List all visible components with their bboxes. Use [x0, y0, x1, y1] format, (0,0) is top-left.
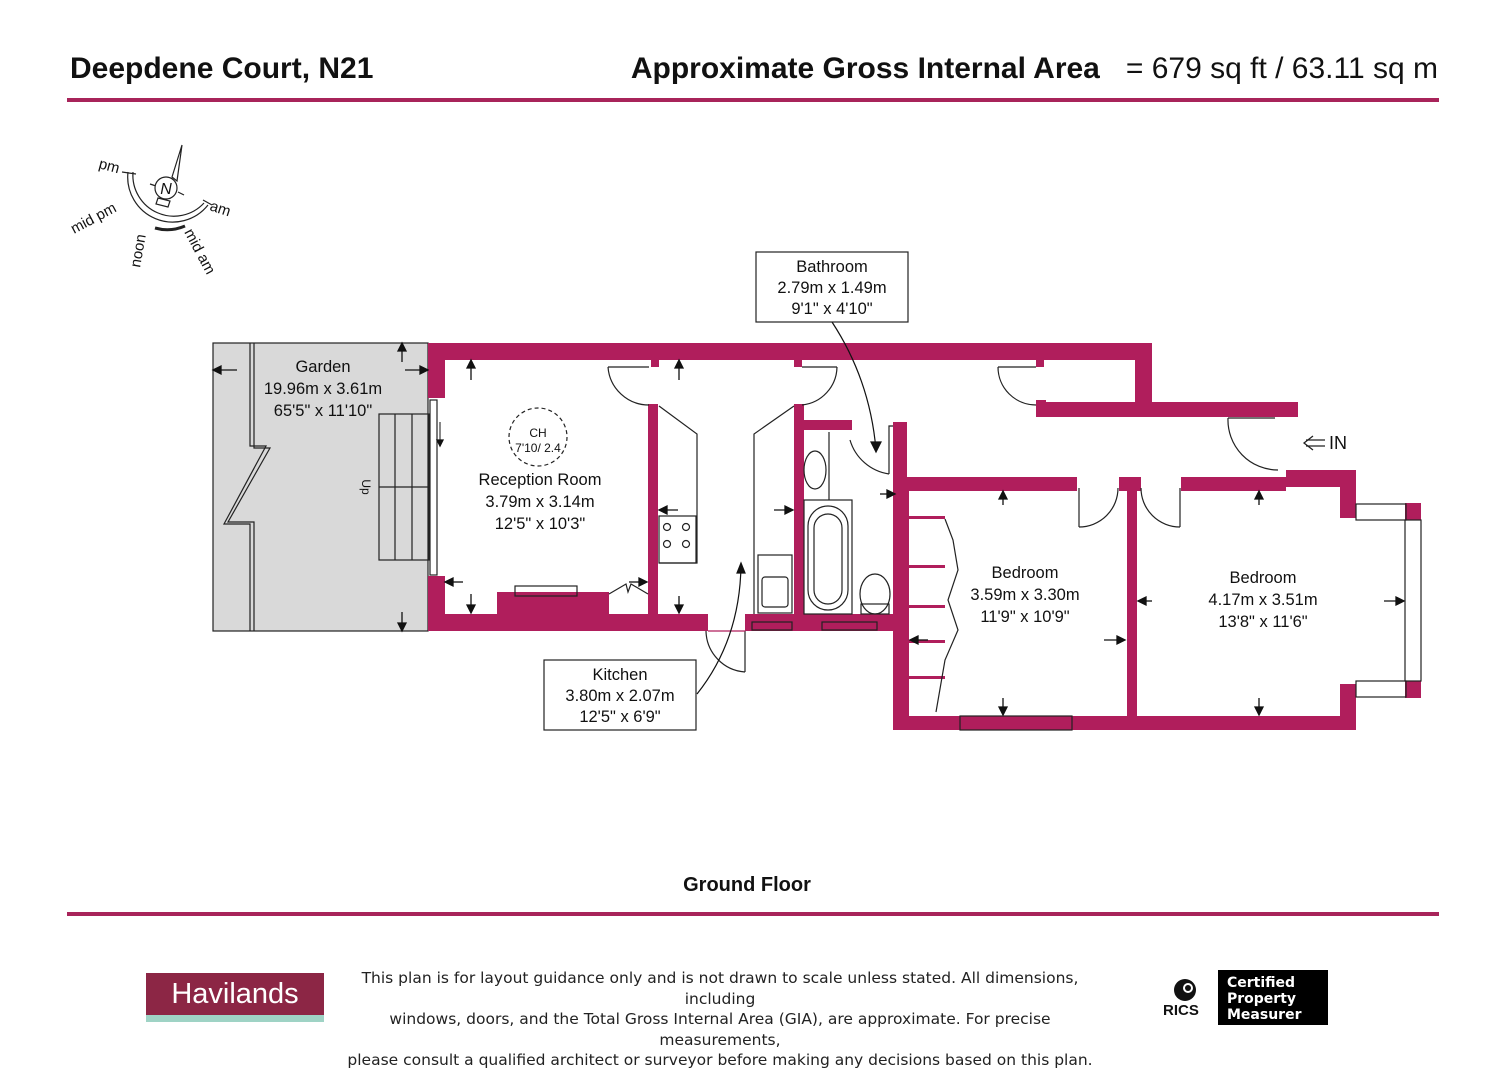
compass-label-pm: pm — [97, 155, 122, 177]
brand-logo: Havilands — [146, 973, 324, 1015]
rics-label: RICS — [1163, 1002, 1199, 1019]
floor-label: Ground Floor — [683, 874, 811, 896]
ceiling-height-value: 7'10/ 2.4 — [515, 441, 561, 455]
kitchen-callout: Kitchen 3.80m x 2.07m 12'5" x 6'9" — [543, 659, 697, 731]
bedroom1-imperial: 11'9" x 10'9" — [980, 608, 1069, 626]
cert-line: Property — [1227, 991, 1297, 1007]
kitchen-imperial: 12'5" x 6'9" — [579, 708, 660, 726]
disclaimer: This plan is for layout guidance only an… — [340, 968, 1100, 1071]
bedroom2-metric: 4.17m x 3.51m — [1208, 591, 1317, 609]
compass-label-mid-pm: mid pm — [68, 199, 119, 237]
reception-imperial: 12'5" x 10'3" — [495, 515, 586, 533]
bathroom-callout: Bathroom 2.79m x 1.49m 9'1" x 4'10" — [755, 251, 909, 323]
compass-label-noon: noon — [127, 233, 150, 269]
disclaimer-line: This plan is for layout guidance only an… — [361, 969, 1079, 1008]
footer-rule — [67, 912, 1439, 916]
garden-metric: 19.96m x 3.61m — [264, 380, 382, 398]
bedroom2-imperial: 13'8" x 11'6" — [1218, 613, 1307, 631]
garden-imperial: 65'5" x 11'10" — [274, 402, 373, 420]
certified-measurer-badge: Certified Property Measurer — [1218, 970, 1328, 1025]
bedroom2-name: Bedroom — [1230, 569, 1297, 587]
cert-line: Certified — [1227, 975, 1296, 991]
compass-icon — [121, 144, 213, 232]
disclaimer-line: windows, doors, and the Total Gross Inte… — [389, 1010, 1051, 1049]
area-label: Approximate Gross Internal Area — [630, 52, 1100, 85]
reception-name: Reception Room — [479, 471, 602, 489]
reception-metric: 3.79m x 3.14m — [485, 493, 594, 511]
compass-north-label: N — [160, 181, 172, 198]
header-rule — [67, 98, 1439, 102]
entrance-arrow-icon — [1302, 435, 1325, 451]
leader-lines — [696, 321, 882, 695]
stairs-label: Up — [359, 479, 373, 495]
ceiling-height-label: CH — [529, 426, 546, 440]
bathroom-name: Bathroom — [796, 258, 868, 276]
fixtures — [429, 366, 1422, 731]
bathroom-metric: 2.79m x 1.49m — [777, 279, 886, 297]
cert-line: Measurer — [1227, 1007, 1302, 1023]
area-summary: Approximate Gross Internal Area = 679 sq … — [631, 52, 1438, 86]
dimension-arrows — [211, 341, 1406, 717]
disclaimer-line: please consult a qualified architect or … — [347, 1051, 1093, 1069]
entrance-label: IN — [1329, 433, 1347, 453]
rics-lion-icon — [1174, 979, 1196, 1001]
property-title: Deepdene Court, N21 — [70, 52, 374, 85]
bathroom-imperial: 9'1" x 4'10" — [791, 300, 872, 318]
bedroom1-name: Bedroom — [992, 564, 1059, 582]
compass-label-am: am — [208, 198, 233, 221]
kitchen-metric: 3.80m x 2.07m — [565, 687, 674, 705]
kitchen-name: Kitchen — [592, 666, 647, 684]
garden-name: Garden — [295, 358, 350, 376]
bedroom1-metric: 3.59m x 3.30m — [970, 586, 1079, 604]
brand-logo-strip — [146, 1015, 324, 1022]
garden-area — [212, 342, 430, 632]
walls — [428, 343, 1421, 730]
stairs — [378, 413, 430, 561]
compass-label-mid-am: mid am — [180, 226, 218, 277]
area-value: = 679 sq ft / 63.11 sq m — [1125, 52, 1438, 85]
